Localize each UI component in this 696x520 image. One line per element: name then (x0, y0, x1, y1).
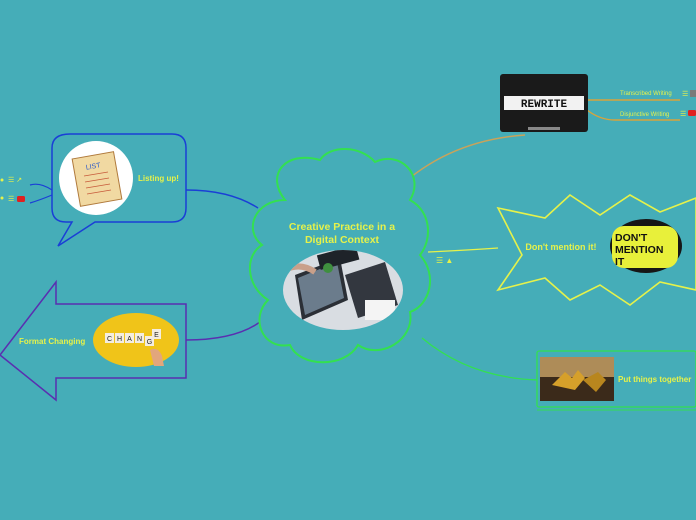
rewrite-sub-transcribed[interactable]: Transcribed Writing (620, 91, 672, 97)
disjunctive-youtube-icon[interactable] (688, 110, 696, 116)
rewrite-image-word: REWRITE (521, 99, 568, 111)
listing-notepad-image: LIST (72, 152, 122, 207)
listing-dot-1 (1, 179, 4, 182)
listing-link-row[interactable]: ☰ ↗ (8, 177, 22, 184)
central-notes-icon[interactable]: ☰ ▲ (436, 256, 453, 265)
svg-text:G: G (147, 339, 152, 346)
dont-mention-label: Don't mention it! (525, 242, 596, 252)
connector-format (186, 318, 265, 340)
dont-mention-logo-line2: MENTION (615, 244, 663, 256)
svg-text:E: E (154, 332, 159, 339)
svg-text:H: H (117, 336, 122, 343)
listing-label: Listing up! (138, 174, 179, 183)
connector-rewrite (398, 135, 525, 188)
dont-mention-logo-line3: IT (615, 256, 625, 268)
dont-mention-logo-line1: DON'T (615, 232, 648, 244)
connector-listing-sub (30, 184, 52, 203)
listing-youtube-icon[interactable] (17, 196, 25, 202)
rewrite-sub-disjunctive[interactable]: Disjunctive Writing (620, 112, 669, 118)
connector-together (422, 338, 538, 380)
connector-listing (186, 190, 258, 208)
together-puzzle-image (540, 357, 614, 401)
svg-text:A: A (127, 336, 132, 343)
transcribed-notes-icon[interactable]: ☰ (682, 91, 688, 98)
svg-text:N: N (137, 336, 142, 343)
connector-dont (428, 248, 498, 252)
format-label: Format Changing (19, 337, 85, 346)
disjunctive-notes-icon[interactable]: ☰ (680, 111, 686, 118)
central-title-line1: Creative Practice in a (289, 221, 395, 233)
central-title-line2: Digital Context (305, 234, 380, 246)
listing-dot-2 (1, 197, 4, 200)
transcribed-drive-icon[interactable] (690, 90, 696, 97)
together-label: Put things together (618, 375, 691, 384)
listing-video-notes-icon[interactable]: ☰ (8, 196, 14, 203)
rewrite-node[interactable]: REWRITE (500, 74, 588, 132)
svg-text:C: C (107, 336, 112, 343)
